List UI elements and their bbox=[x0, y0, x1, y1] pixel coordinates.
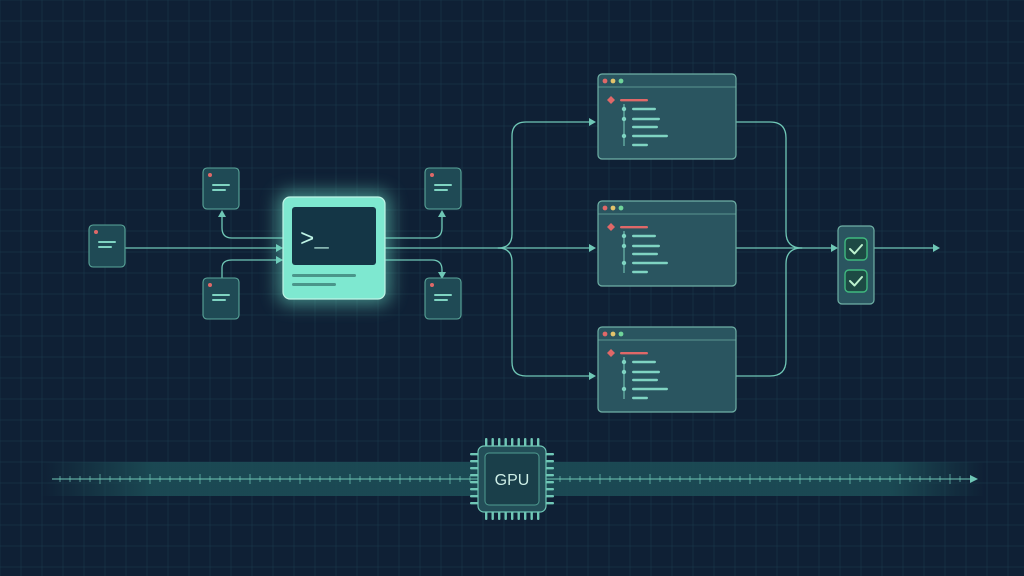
git-branch-icon bbox=[607, 223, 615, 231]
git-branch-icon bbox=[607, 96, 615, 104]
arrow-output bbox=[933, 244, 940, 252]
terminal-prompt-icon: >_ bbox=[300, 227, 329, 254]
connector-panel-bottom-to-merge bbox=[735, 247, 803, 377]
commit-panel-middle[interactable] bbox=[597, 200, 737, 287]
terminal-window[interactable]: >_ bbox=[278, 192, 390, 304]
connector-terminal-to-doc-top-right bbox=[385, 211, 443, 239]
connector-branch-to-panel-top bbox=[497, 121, 593, 249]
commit-panels bbox=[597, 73, 737, 413]
connector-terminal-to-doc-top-left bbox=[221, 211, 283, 239]
doc-card-top-right[interactable] bbox=[424, 167, 462, 210]
arrow-to-doc-bottom-right bbox=[438, 272, 446, 279]
doc-card-input[interactable] bbox=[88, 224, 126, 268]
commit-panel-bottom[interactable] bbox=[597, 326, 737, 413]
checkmark-icon bbox=[844, 237, 868, 261]
cpu-chip-icon[interactable]: GPU bbox=[470, 438, 554, 520]
doc-card-bottom-left[interactable] bbox=[202, 277, 240, 320]
git-branch-icon bbox=[607, 349, 615, 357]
connector-lines bbox=[125, 121, 935, 377]
doc-card-top-left[interactable] bbox=[202, 167, 240, 210]
gpu-label: GPU bbox=[495, 472, 530, 489]
arrow-to-doc-top-left bbox=[218, 210, 226, 217]
connector-doc-bottom-left-to-terminal bbox=[221, 259, 283, 279]
arrow-to-doc-top-right bbox=[438, 210, 446, 217]
doc-card-bottom-right[interactable] bbox=[424, 277, 462, 320]
commit-panel-top[interactable] bbox=[597, 73, 737, 160]
arrow-to-panel-middle bbox=[589, 244, 596, 252]
connector-panel-top-to-merge bbox=[735, 121, 803, 249]
checkmark-icon bbox=[844, 269, 868, 293]
connector-branch-to-panel-bottom bbox=[497, 247, 593, 377]
arrow-to-validator bbox=[831, 244, 838, 252]
validator-box[interactable] bbox=[837, 225, 875, 305]
arrow-to-panel-bottom bbox=[589, 372, 596, 380]
connector-terminal-to-doc-bottom-right bbox=[385, 259, 443, 279]
arrow-to-panel-top bbox=[589, 118, 596, 126]
